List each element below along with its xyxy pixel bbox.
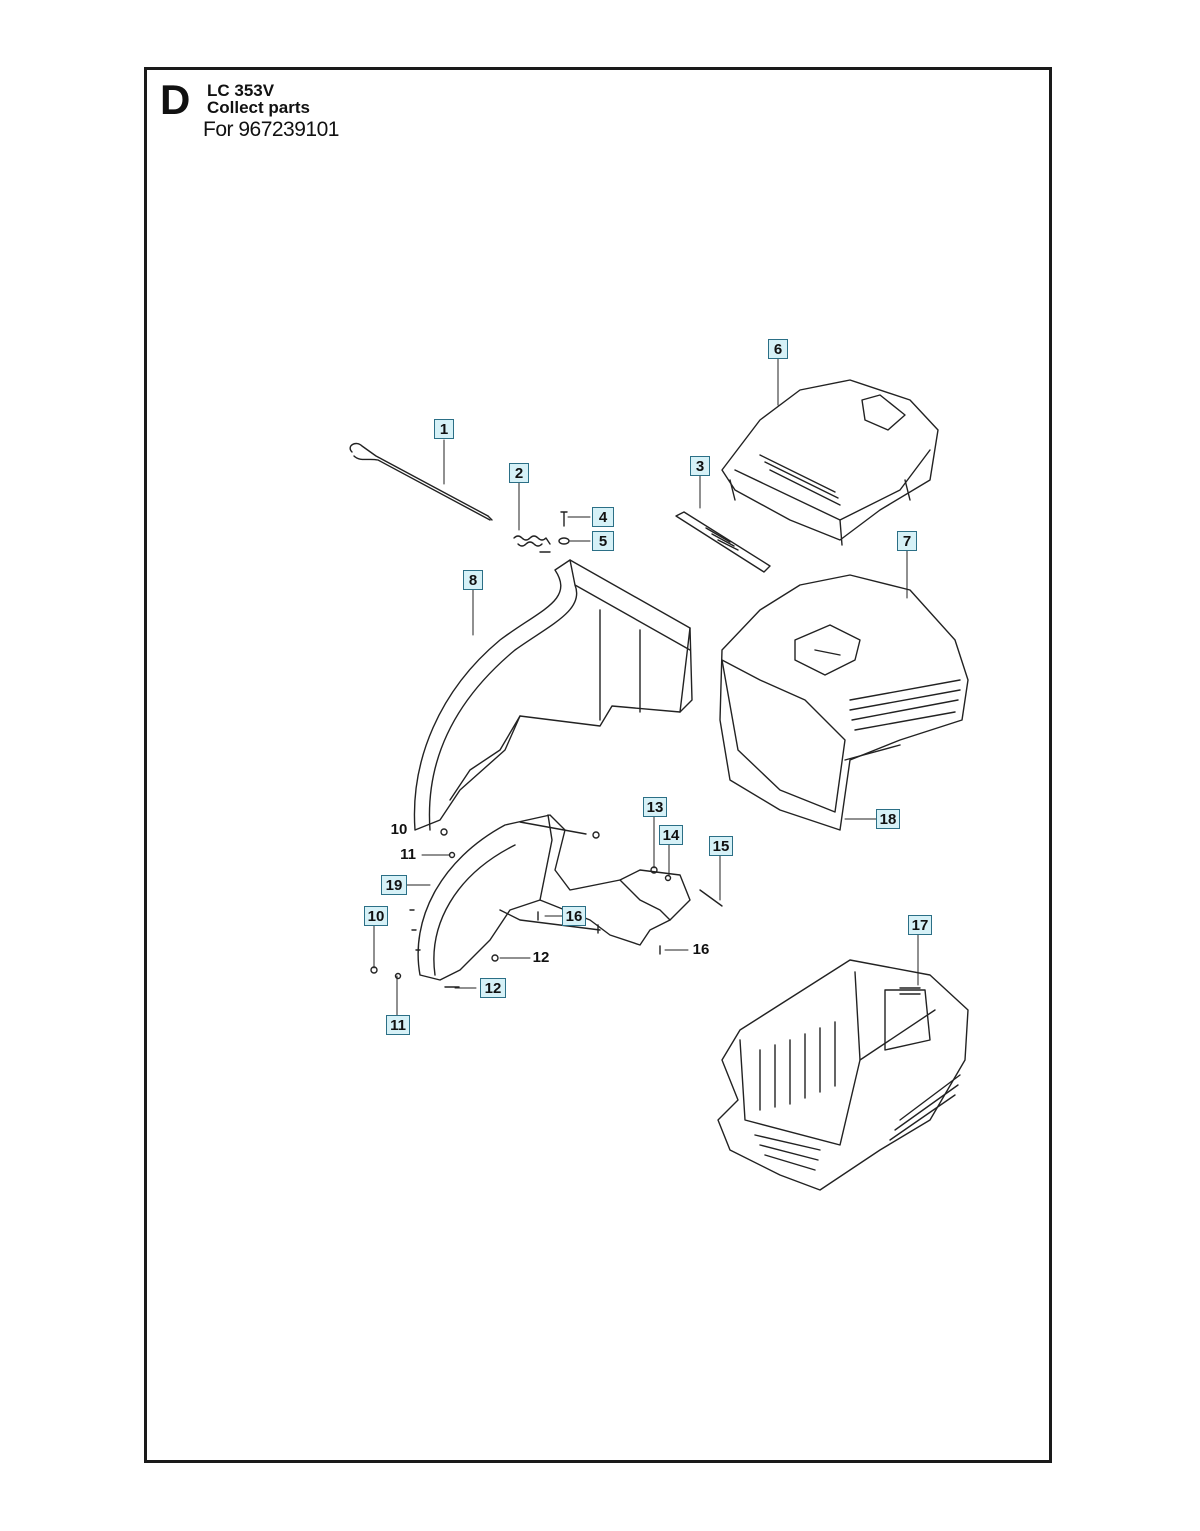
callout-11-upper: 11 <box>400 846 416 863</box>
part-screw-washer <box>558 511 570 545</box>
callout-16-plain: 16 <box>692 941 710 958</box>
model-name: LC 353V <box>207 81 275 100</box>
callout-16-boxed: 16 <box>562 906 586 926</box>
callout-17: 17 <box>908 915 932 935</box>
callout-19: 19 <box>381 875 407 895</box>
callout-10-upper: 10 <box>390 821 408 838</box>
part-chute-lower <box>409 814 691 981</box>
callout-11-lower: 11 <box>386 1015 410 1035</box>
callout-15: 15 <box>709 836 733 856</box>
part-spring <box>513 535 551 553</box>
part-handle-bar <box>675 511 771 573</box>
callout-12-lower: 12 <box>480 978 506 998</box>
callout-13: 13 <box>643 797 667 817</box>
part-box-top <box>719 574 969 831</box>
callout-6: 6 <box>768 339 788 359</box>
for-number: For 967239101 <box>203 118 339 141</box>
callout-18: 18 <box>876 809 900 829</box>
section-letter: D <box>160 76 191 123</box>
assembly-name: Collect parts <box>207 98 310 117</box>
part-lid <box>721 379 939 546</box>
callout-1: 1 <box>434 419 454 439</box>
callout-10-lower: 10 <box>364 906 388 926</box>
diagram-frame <box>144 67 1052 1463</box>
callout-2: 2 <box>509 463 529 483</box>
callout-5: 5 <box>592 531 614 551</box>
callout-12-upper: 12 <box>532 949 550 966</box>
callout-4: 4 <box>592 507 614 527</box>
callout-8: 8 <box>463 570 483 590</box>
callout-7: 7 <box>897 531 917 551</box>
part-chute-upper <box>413 559 693 831</box>
callout-3: 3 <box>690 456 710 476</box>
part-fasteners <box>370 821 723 988</box>
leader-lines <box>373 358 919 1017</box>
callout-14: 14 <box>659 825 683 845</box>
part-basket <box>717 959 969 1191</box>
part-rod <box>349 442 493 521</box>
